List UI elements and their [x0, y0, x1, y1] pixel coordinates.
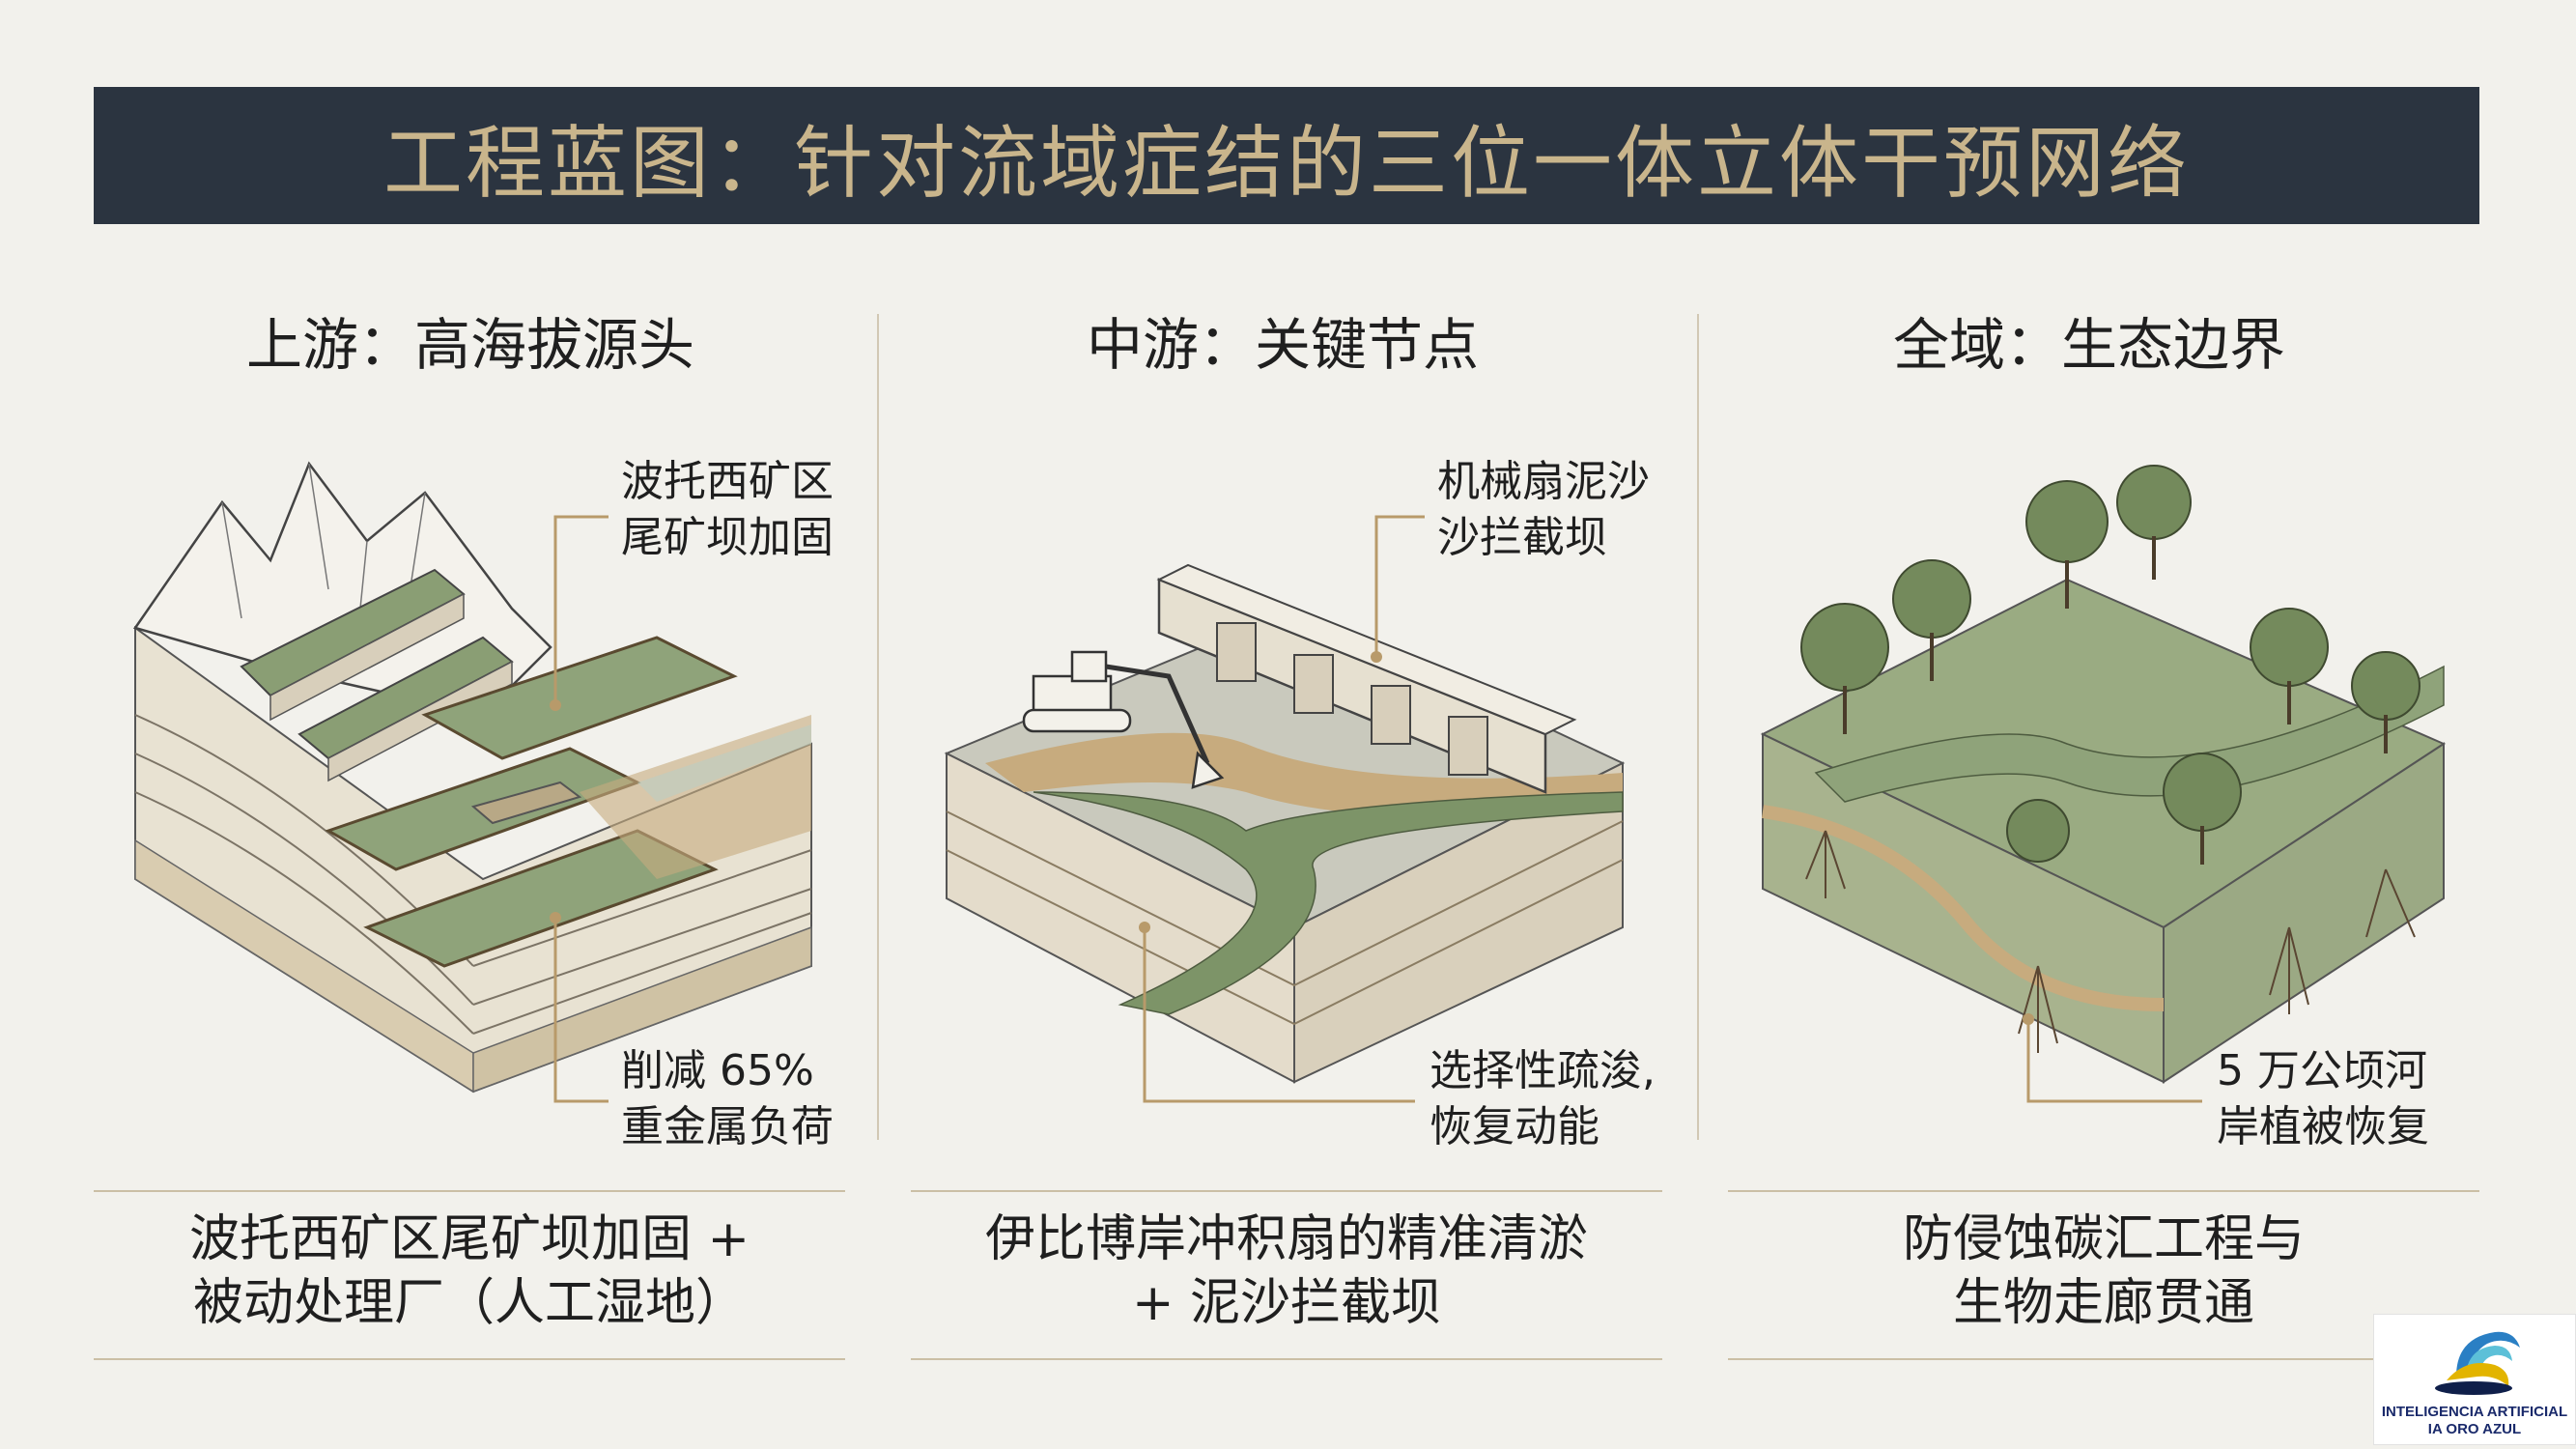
column-divider	[877, 314, 879, 1140]
callout-selective-dredging: 选择性疏浚, 恢复动能	[1430, 1046, 1656, 1151]
callout-riparian-restoration: 5 万公顷河 岸植被恢复	[2217, 1046, 2429, 1151]
caption-basin: 防侵蚀碳汇工程与 生物走廊贯通	[1902, 1210, 2305, 1332]
column-divider	[1697, 314, 1699, 1140]
caption-midstream: 伊比博岸冲积扇的精准清淤 + 泥沙拦截坝	[984, 1210, 1588, 1332]
title-banner: 工程蓝图：针对流域症结的三位一体立体干预网络	[94, 87, 2479, 224]
caption-upstream: 波托西矿区尾矿坝加固 + 被动处理厂（人工湿地）	[188, 1210, 750, 1332]
callout-tailings-dam: 波托西矿区 尾矿坝加固	[621, 457, 834, 562]
caption-rule	[94, 1358, 845, 1360]
caption-rule	[1728, 1190, 2479, 1192]
riparian-restoration-illustration	[1748, 425, 2521, 1121]
caption-rule	[1728, 1358, 2479, 1360]
swirl-logo-icon	[2435, 1331, 2520, 1395]
logo-text-line1: INTELIGENCIA ARTIFICIAL	[2381, 1404, 2568, 1420]
column-heading-midstream: 中游：关键节点	[1087, 312, 1480, 378]
callout-sediment-dam: 机械扇泥沙 沙拦截坝	[1437, 457, 1650, 562]
caption-rule	[911, 1190, 1662, 1192]
caption-rule	[94, 1190, 845, 1192]
caption-rule	[911, 1358, 1662, 1360]
page-title: 工程蓝图：针对流域症结的三位一体立体干预网络	[382, 117, 2190, 210]
callout-heavy-metal-reduction: 削减 65% 重金属负荷	[621, 1046, 834, 1151]
column-heading-basin: 全域：生态边界	[1893, 312, 2286, 378]
column-heading-upstream: 上游：高海拔源头	[246, 312, 695, 378]
logo-text-line2: IA ORO AZUL	[2427, 1421, 2522, 1437]
brand-logo: INTELIGENCIA ARTIFICIAL IA ORO AZUL	[2373, 1314, 2576, 1445]
